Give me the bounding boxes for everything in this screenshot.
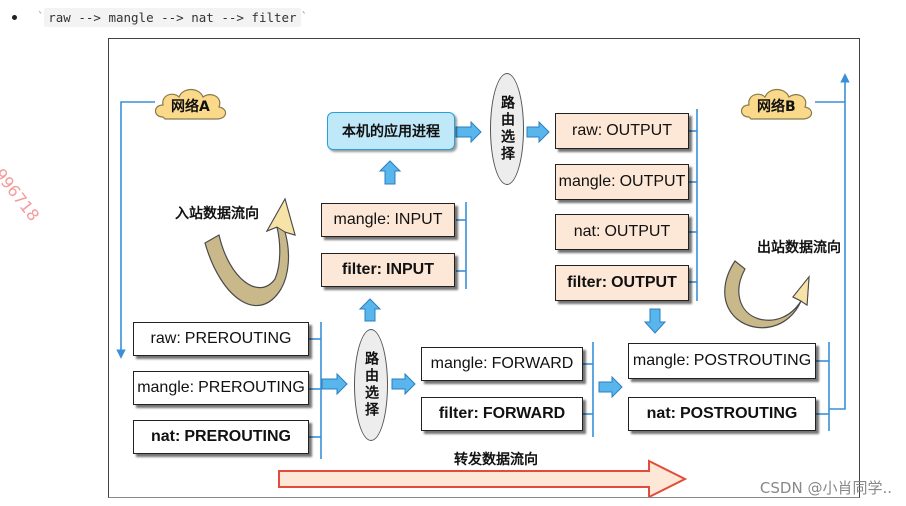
forward-flow-label: 转发数据流向 [454, 452, 538, 468]
inbound-flow-label: 入站数据流向 [175, 206, 259, 222]
forward-side-lines [583, 342, 594, 437]
output-side-lines [689, 109, 698, 301]
input-filter-box: filter:INPUT [321, 253, 455, 287]
output-nat-box: nat:OUTPUT [555, 214, 689, 250]
network-b-label: 网络B [757, 99, 796, 115]
bullet-dot [12, 14, 17, 20]
outbound-curve-arrow [724, 260, 810, 329]
network-a-feed [116, 101, 155, 359]
routing-decision-top: 路由选择 [490, 73, 524, 185]
side-watermark: xx996718 [0, 150, 44, 225]
output-filter-box: filter:OUTPUT [555, 265, 689, 301]
prerouting-mangle-box: mangle:PREROUTING [133, 371, 309, 405]
connector-lines [116, 73, 850, 497]
postrouting-mangle-box: mangle:POSTROUTING [628, 343, 816, 379]
cloud-network-a-icon [154, 88, 227, 120]
forward-filter-box: filter:FORWARD [421, 397, 583, 431]
routing-decision-bottom: 路由选择 [354, 329, 388, 441]
forward-mangle-box: mangle:FORWARD [421, 347, 583, 381]
outbound-flow-label: 出站数据流向 [757, 240, 841, 256]
output-raw-box: raw:OUTPUT [555, 113, 689, 149]
csdn-watermark: CSDN @小肖同学.. [759, 479, 892, 497]
prerouting-raw-box: raw:PREROUTING [133, 322, 309, 356]
output-mangle-box: mangle:OUTPUT [555, 164, 689, 200]
chain-order-code: raw --> mangle --> nat --> filter [44, 7, 301, 27]
inbound-curve-arrow [204, 197, 296, 307]
prerouting-nat-box: nat:PREROUTING [133, 420, 309, 454]
chain-order-line: ` raw --> mangle --> nat --> filter ` [12, 6, 308, 28]
postrouting-nat-box: nat:POSTROUTING [628, 397, 816, 431]
postrouting-side-lines [815, 73, 850, 431]
network-a-label: 网络A [171, 99, 210, 115]
forward-flow-arrow [278, 459, 688, 497]
input-side-lines [456, 202, 467, 289]
input-mangle-box: mangle:INPUT [321, 203, 455, 237]
block-arrows [321, 120, 667, 399]
prerouting-side-lines [309, 322, 322, 459]
cloud-network-b-icon [740, 88, 813, 120]
iptables-flow-diagram: 网络A 网络B 本机的应用进程 路由选择 路由选择 入站数据流向 出站数据流向 … [108, 38, 860, 498]
local-app-process-box: 本机的应用进程 [327, 112, 455, 150]
